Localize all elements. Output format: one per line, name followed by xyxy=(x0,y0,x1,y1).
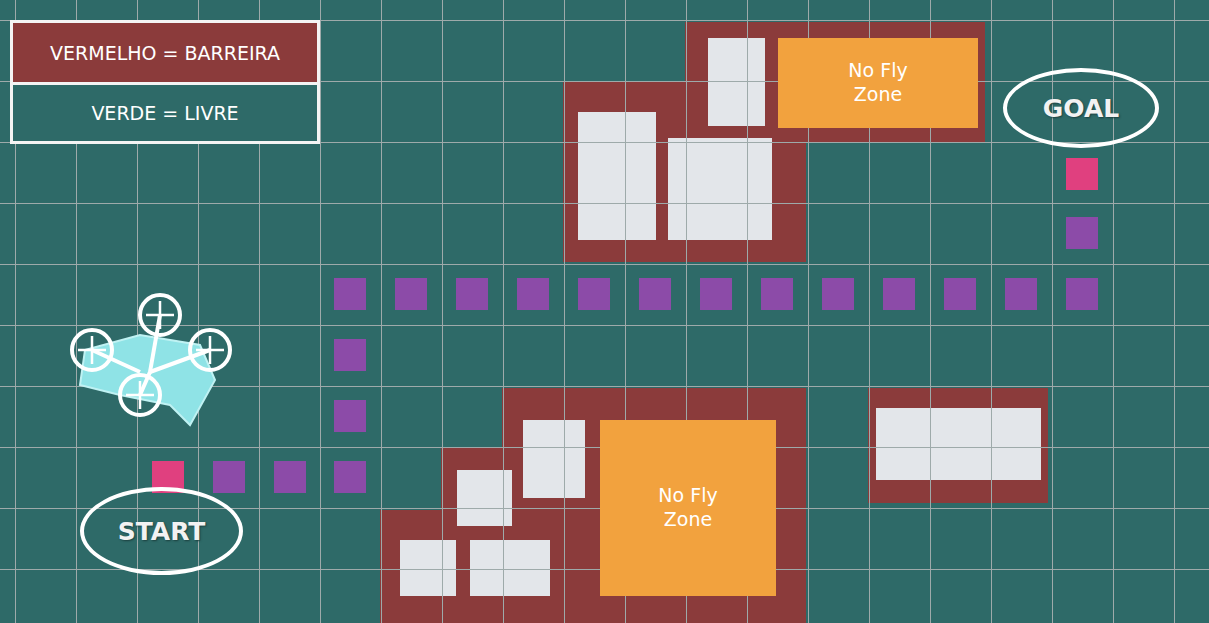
path-cell xyxy=(1005,278,1037,310)
path-cell xyxy=(334,400,366,432)
no-fly-zone: No Fly Zone xyxy=(778,38,978,128)
start-marker: START xyxy=(80,487,243,575)
no-fly-zone: No Fly Zone xyxy=(600,420,776,596)
path-cell xyxy=(639,278,671,310)
path-cell xyxy=(334,278,366,310)
legend-label: VERMELHO = BARREIRA xyxy=(50,42,280,64)
path-cell xyxy=(334,339,366,371)
path-cell xyxy=(1066,158,1098,190)
path-cell xyxy=(517,278,549,310)
path-cell xyxy=(578,278,610,310)
node-label: No Fly Zone xyxy=(833,59,923,107)
path-cell xyxy=(822,278,854,310)
path-cell xyxy=(456,278,488,310)
node-label: No Fly Zone xyxy=(643,484,733,532)
legend-box: VERMELHO = BARREIRA VERDE = LIVRE xyxy=(10,20,320,144)
path-cell xyxy=(761,278,793,310)
path-cell xyxy=(213,461,245,493)
node-label: START xyxy=(118,517,206,546)
path-cell xyxy=(1066,278,1098,310)
node-label: GOAL xyxy=(1043,94,1119,123)
path-cell xyxy=(395,278,427,310)
goal-marker: GOAL xyxy=(1003,68,1159,148)
drone-icon xyxy=(72,295,230,425)
path-cell xyxy=(1066,217,1098,249)
path-cell xyxy=(700,278,732,310)
path-cell xyxy=(274,461,306,493)
legend-label: VERDE = LIVRE xyxy=(91,102,238,124)
path-cell xyxy=(334,461,366,493)
legend-swatch: VERDE = LIVRE xyxy=(13,82,317,141)
legend-swatch: VERMELHO = BARREIRA xyxy=(13,23,317,82)
path-cell xyxy=(883,278,915,310)
path-cell xyxy=(944,278,976,310)
